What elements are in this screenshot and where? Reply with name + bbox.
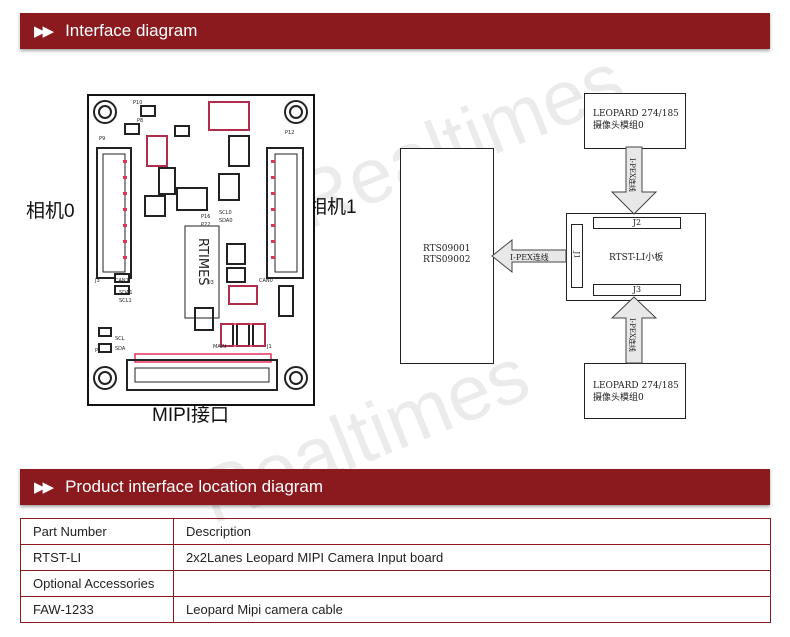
host-box: RTS09001 RTS09002 (400, 148, 494, 364)
section-header-interface: ▶▶ Interface diagram (20, 13, 770, 49)
arrow-top (610, 146, 658, 215)
svg-text:RTIMES: RTIMES (195, 238, 210, 286)
table-cell: 2x2Lanes Leopard MIPI Camera Input board (173, 544, 771, 571)
table-row: Optional Accessories (20, 570, 771, 597)
svg-text:P1: P1 (95, 348, 101, 354)
mipi-label: MIPI接口 (152, 405, 230, 426)
j2-connector: J2 (593, 217, 681, 229)
svg-text:P10: P10 (133, 100, 142, 106)
camera0-label: 相机0 (26, 201, 75, 222)
svg-text:P8: P8 (137, 118, 143, 124)
module-bottom-label: LEOPARD 274/185 摄像头模组0 (593, 381, 679, 403)
j3-connector: J3 (593, 284, 681, 296)
camera1-label: 相机1 (308, 197, 357, 218)
table-cell: Description (173, 518, 771, 545)
table-row: Part Number Description (20, 518, 771, 545)
svg-text:J1: J1 (266, 344, 272, 350)
table-cell: Optional Accessories (20, 570, 174, 597)
link-h-label: I-PEX连线 (510, 252, 549, 262)
table-cell: Part Number (20, 518, 174, 545)
svg-text:CAN1: CAN1 (115, 278, 129, 284)
table-cell: Leopard Mipi camera cable (173, 596, 771, 623)
svg-text:SDA1: SDA1 (119, 290, 133, 296)
table-row: FAW-1233 Leopard Mipi camera cable (20, 596, 771, 623)
camera-module-bottom: LEOPARD 274/185 摄像头模组0 (584, 363, 686, 419)
svg-text:P9: P9 (99, 136, 105, 142)
svg-text:P16: P16 (201, 214, 210, 220)
svg-text:SCL1: SCL1 (119, 298, 132, 304)
arrow-to-host (491, 238, 567, 274)
table-cell (173, 570, 771, 597)
link-v-top-label: I-PEX连线 (628, 158, 637, 192)
svg-text:SCL: SCL (115, 336, 125, 342)
svg-text:J3: J3 (94, 278, 100, 284)
section-title: Interface diagram (65, 21, 198, 40)
j1-connector: J1 (571, 224, 583, 288)
svg-text:CAN0: CAN0 (259, 278, 273, 284)
host-label: RTS09001 RTS09002 (423, 244, 471, 265)
board-label: RTST-LI小板 (609, 253, 664, 263)
double-arrow-icon: ▶▶ (34, 23, 54, 40)
svg-text:U3: U3 (207, 280, 214, 286)
section-header-location: ▶▶ Product interface location diagram (20, 469, 770, 505)
svg-text:P22: P22 (201, 222, 210, 228)
table-cell: FAW-1233 (20, 596, 174, 623)
arrow-bottom (610, 296, 658, 364)
link-v-bottom-label: I-PEX连线 (628, 318, 637, 352)
camera-module-top: LEOPARD 274/185 摄像头模组0 (584, 93, 686, 149)
double-arrow-icon: ▶▶ (34, 479, 54, 496)
section-title: Product interface location diagram (65, 477, 324, 496)
product-table: Part Number Description RTST-LI 2x2Lanes… (20, 518, 771, 623)
svg-text:P12: P12 (285, 130, 294, 136)
module-top-label: LEOPARD 274/185 摄像头模组0 (593, 109, 679, 131)
svg-text:SDA0: SDA0 (219, 218, 233, 224)
table-row: RTST-LI 2x2Lanes Leopard MIPI Camera Inp… (20, 544, 771, 571)
svg-text:MAIN: MAIN (213, 344, 226, 350)
svg-text:SDA: SDA (115, 346, 126, 352)
table-cell: RTST-LI (20, 544, 174, 571)
svg-text:SCL0: SCL0 (219, 210, 232, 216)
